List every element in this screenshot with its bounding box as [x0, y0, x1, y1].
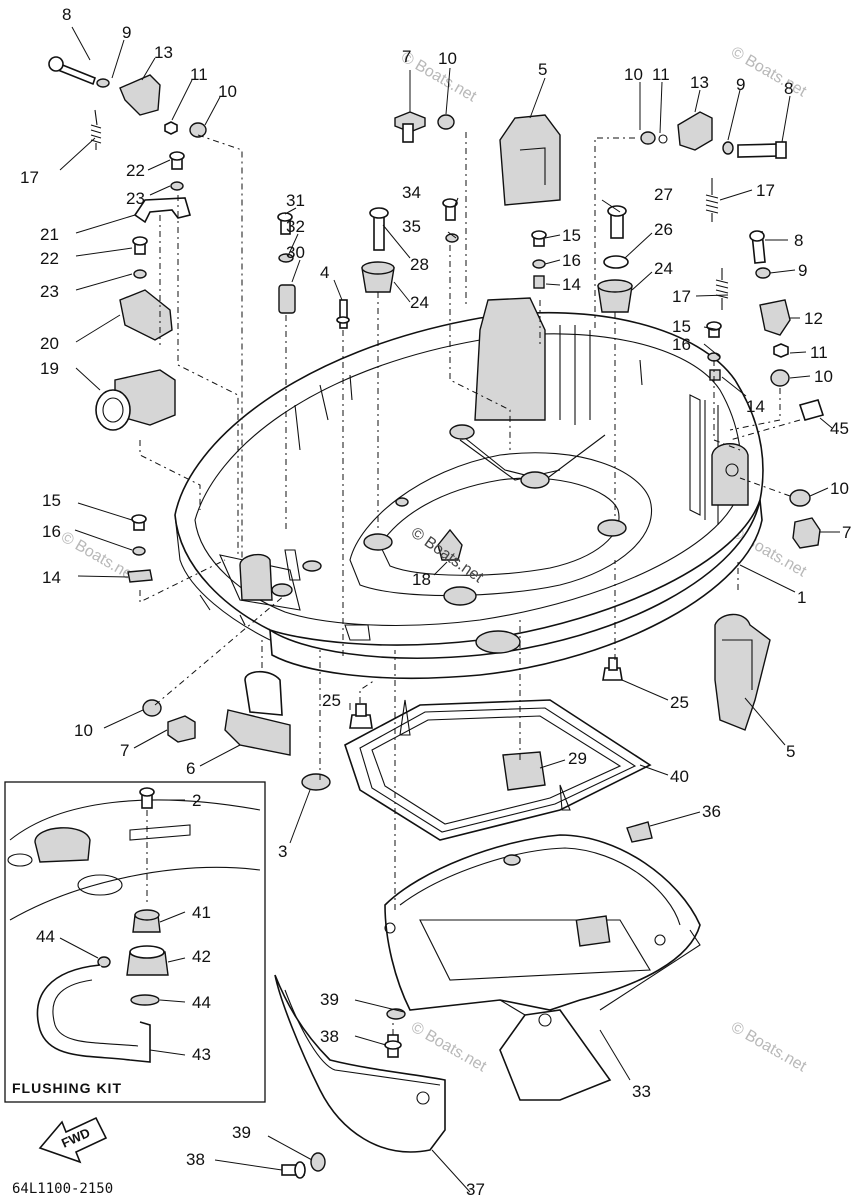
- callout-10: 10: [74, 721, 93, 740]
- callout-8: 8: [62, 5, 71, 24]
- callout-13: 13: [690, 73, 709, 92]
- callout-41: 41: [192, 903, 211, 922]
- side-cover-37: [274, 974, 446, 1153]
- callout-39: 39: [232, 1123, 251, 1142]
- callout-33: 33: [632, 1082, 651, 1101]
- callout-40: 40: [670, 767, 689, 786]
- callout-10: 10: [218, 82, 237, 101]
- callout-9: 9: [122, 23, 131, 42]
- callout-27: 27: [654, 185, 673, 204]
- callout-8: 8: [784, 79, 793, 98]
- callout-38: 38: [320, 1027, 339, 1046]
- callout-10: 10: [814, 367, 833, 386]
- callout-10: 10: [438, 49, 457, 68]
- callout-13: 13: [154, 43, 173, 62]
- callout-17: 17: [756, 181, 775, 200]
- callout-16: 16: [672, 335, 691, 354]
- callout-38: 38: [186, 1150, 205, 1169]
- callout-4: 4: [320, 263, 329, 282]
- fwd-arrow: FWD: [38, 1116, 108, 1164]
- callout-24: 24: [410, 293, 429, 312]
- watermark-text: © Boats.net: [728, 1019, 810, 1076]
- drawing-code: 64L1100-2150: [12, 1181, 113, 1197]
- callout-25: 25: [670, 693, 689, 712]
- callout-16: 16: [562, 251, 581, 270]
- callout-23: 23: [40, 282, 59, 301]
- callout-26: 26: [654, 220, 673, 239]
- callout-15: 15: [672, 317, 691, 336]
- callout-31: 31: [286, 191, 305, 210]
- callout-1: 1: [797, 588, 806, 607]
- callout-7: 7: [842, 523, 851, 542]
- callout-7: 7: [402, 47, 411, 66]
- watermark-text: © Boats.net: [408, 1019, 490, 1076]
- callout-37: 37: [466, 1180, 485, 1199]
- callout-14: 14: [562, 275, 581, 294]
- callout-14: 14: [746, 397, 765, 416]
- callout-14: 14: [42, 568, 61, 587]
- inset-title: FLUSHING KIT: [12, 1080, 122, 1096]
- callout-32: 32: [286, 217, 305, 236]
- callout-11: 11: [190, 65, 208, 84]
- callout-45: 45: [830, 419, 849, 438]
- callout-5: 5: [786, 742, 795, 761]
- callout-44: 44: [36, 927, 55, 946]
- callout-10: 10: [624, 65, 643, 84]
- seal-40: [344, 699, 652, 841]
- callout-19: 19: [40, 359, 59, 378]
- callout-20: 20: [40, 334, 59, 353]
- callout-18: 18: [412, 570, 431, 589]
- callout-17: 17: [672, 287, 691, 306]
- callout-29: 29: [568, 749, 587, 768]
- callout-labels: 8 9 13 11 10 17 22 23 21 22 23 20 19 15 …: [20, 5, 851, 1199]
- bottom-cowling: [174, 297, 764, 679]
- callout-25: 25: [322, 691, 341, 710]
- callout-34: 34: [402, 183, 421, 202]
- callout-7: 7: [120, 741, 129, 760]
- callout-42: 42: [192, 947, 211, 966]
- callout-16: 16: [42, 522, 61, 541]
- small-parts: [48, 56, 825, 1179]
- lower-pan-33: [384, 834, 701, 1101]
- leader-lines: [59, 26, 840, 1193]
- callout-43: 43: [192, 1045, 211, 1064]
- callout-9: 9: [798, 261, 807, 280]
- callout-15: 15: [42, 491, 61, 510]
- callout-3: 3: [278, 842, 287, 861]
- callout-10: 10: [830, 479, 849, 498]
- callout-5: 5: [538, 60, 547, 79]
- callout-15: 15: [562, 226, 581, 245]
- callout-21: 21: [40, 225, 59, 244]
- callout-9: 9: [736, 75, 745, 94]
- callout-6: 6: [186, 759, 195, 778]
- callout-22: 22: [40, 249, 59, 268]
- callout-28: 28: [410, 255, 429, 274]
- callout-11: 11: [810, 343, 828, 362]
- callout-2: 2: [192, 791, 201, 810]
- callout-23: 23: [126, 189, 145, 208]
- callout-36: 36: [702, 802, 721, 821]
- callout-24: 24: [654, 259, 673, 278]
- callout-11: 11: [652, 65, 670, 84]
- fwd-arrow-shape: [38, 1116, 108, 1164]
- callout-12: 12: [804, 309, 823, 328]
- callout-17: 17: [20, 168, 39, 187]
- callout-30: 30: [286, 243, 305, 262]
- callout-44: 44: [192, 993, 211, 1012]
- callout-8: 8: [794, 231, 803, 250]
- callout-22: 22: [126, 161, 145, 180]
- callout-35: 35: [402, 217, 421, 236]
- flushing-kit-inset: FLUSHING KIT: [4, 781, 266, 1103]
- callout-39: 39: [320, 990, 339, 1009]
